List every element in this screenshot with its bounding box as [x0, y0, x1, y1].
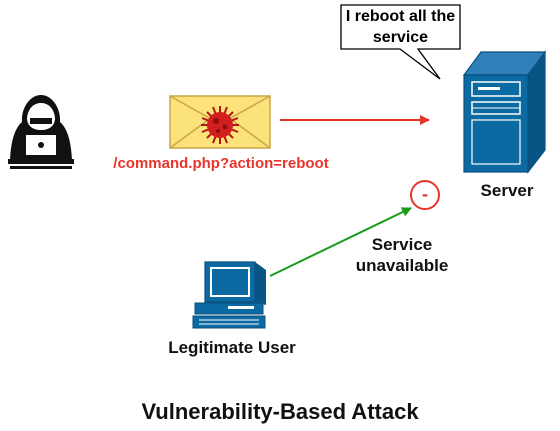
desktop-computer-icon: [192, 261, 266, 329]
server-tower-icon: [462, 50, 547, 174]
unavailable-badge-icon: [410, 180, 440, 210]
speech-bubble-text: I reboot all the service: [345, 8, 456, 46]
server-label: Server: [480, 181, 534, 200]
unavailable-badge-label: -: [422, 184, 428, 204]
malicious-url-label: /command.php?action=reboot: [113, 155, 329, 172]
service-status-label: Service unavailable: [355, 235, 449, 275]
legitimate-user-label: Legitimate User: [168, 338, 296, 357]
diagram-title: Vulnerability-Based Attack: [141, 399, 419, 424]
legit-request-arrow: [269, 207, 412, 277]
hooded-hacker-icon: [8, 95, 74, 169]
speech-bubble: [340, 4, 461, 80]
virus-icon: [201, 106, 239, 144]
